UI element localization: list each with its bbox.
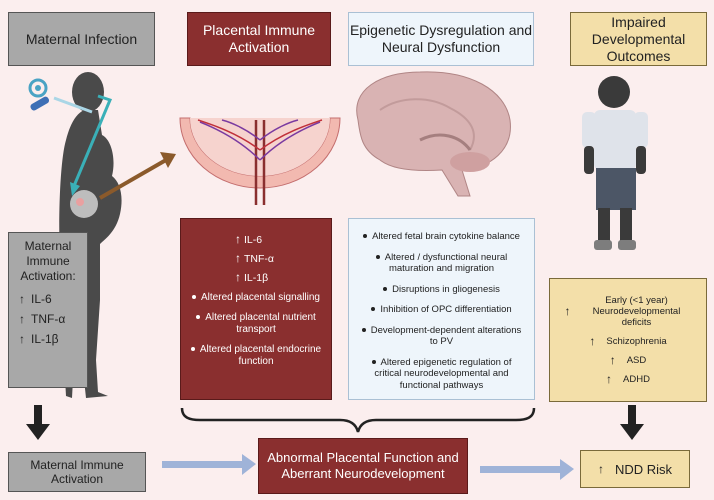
bottom-ndd-risk: ↑NDD Risk (580, 450, 690, 488)
bullet-icon (383, 286, 388, 291)
bullet-icon (361, 327, 366, 332)
down-arrow-left (26, 405, 50, 440)
placental-bullet: Altered placental endocrine function (187, 344, 325, 368)
outcome-item-adhd: ↑ADHD (606, 372, 650, 386)
virus-icon (28, 78, 50, 111)
up-arrow-icon: ↑ (19, 292, 25, 306)
fetus-icon (70, 190, 98, 218)
bullet-icon (363, 234, 368, 239)
up-arrow-icon: ↑ (235, 232, 241, 246)
maternal-item-tnf: ↑TNF-α (19, 312, 66, 326)
infection-path (53, 96, 93, 114)
placenta-illustration (179, 117, 341, 205)
up-arrow-icon: ↑ (19, 332, 25, 346)
bullet-icon (371, 359, 376, 364)
brain-illustration (356, 71, 511, 197)
down-arrow-right (620, 405, 644, 440)
placental-cytokine-il1b: ↑IL-1β (235, 270, 269, 284)
placental-cytokine-il6: ↑IL-6 (235, 232, 263, 246)
epigenetic-bullet: Altered / dysfunctional neural maturatio… (357, 252, 526, 275)
up-arrow-icon: ↑ (597, 462, 604, 476)
transmission-arrow (72, 94, 113, 187)
placental-cytokine-tnf: ↑TNF-α (235, 251, 274, 265)
right-arrow-2 (480, 459, 574, 480)
epigenetic-effects-box: Altered fetal brain cytokine balance Alt… (348, 218, 535, 400)
epigenetic-bullet: Altered fetal brain cytokine balance (357, 231, 526, 243)
bullet-icon (196, 315, 201, 320)
impaired-outcomes-box: ↑Early (<1 year) Neurodevelopmental defi… (549, 278, 707, 402)
epigenetic-bullet: Development-dependent alterations to PV (357, 325, 526, 348)
child-illustration (582, 76, 648, 250)
curly-brace (180, 407, 536, 433)
epigenetic-bullet: Inhibition of OPC differentiation (357, 304, 526, 316)
epigenetic-bullet: Disruptions in gliogenesis (357, 284, 526, 296)
header-epigenetic-dysregulation: Epigenetic Dysregulation and Neural Dysf… (348, 12, 534, 66)
up-arrow-icon: ↑ (564, 304, 571, 318)
up-arrow-icon: ↑ (606, 372, 613, 386)
header-maternal-infection: Maternal Infection (8, 12, 155, 66)
up-arrow-icon: ↑ (235, 270, 241, 284)
bullet-icon (375, 254, 380, 259)
placental-bullet: Altered placental nutrient transport (187, 312, 325, 336)
maternal-item-il1b: ↑IL-1β (19, 332, 59, 346)
maternal-immune-activation-box: Maternal Immune Activation: ↑IL-6 ↑TNF-α… (8, 232, 88, 388)
placenta-arrow (99, 158, 167, 200)
maternal-box-title: Maternal Immune Activation: (20, 239, 76, 283)
up-arrow-icon: ↑ (19, 312, 25, 326)
header-impaired-outcomes: Impaired Developmental Outcomes (570, 12, 707, 66)
bottom-maternal-immune-activation: Maternal Immune Activation (8, 452, 146, 492)
outcome-item-schizophrenia: ↑Schizophrenia (589, 334, 667, 348)
placental-effects-box: ↑IL-6 ↑TNF-α ↑IL-1β Altered placental si… (180, 218, 332, 400)
up-arrow-icon: ↑ (589, 334, 596, 348)
header-placental-immune-activation: Placental Immune Activation (187, 12, 331, 66)
bottom-abnormal-placental-function: Abnormal Placental Function and Aberrant… (258, 438, 468, 494)
up-arrow-icon: ↑ (609, 353, 616, 367)
placental-bullet: Altered placental signalling (187, 292, 325, 304)
outcome-item-asd: ↑ASD (609, 353, 647, 367)
right-arrow-1 (162, 454, 256, 475)
maternal-item-il6: ↑IL-6 (19, 292, 52, 306)
epigenetic-bullet: Altered epigenetic regulation of critica… (357, 357, 526, 392)
bullet-icon (190, 347, 195, 352)
outcome-item-early-deficits: ↑Early (<1 year) Neurodevelopmental defi… (564, 295, 681, 328)
bullet-icon (192, 295, 197, 300)
up-arrow-icon: ↑ (235, 251, 241, 265)
bullet-icon (371, 307, 376, 312)
